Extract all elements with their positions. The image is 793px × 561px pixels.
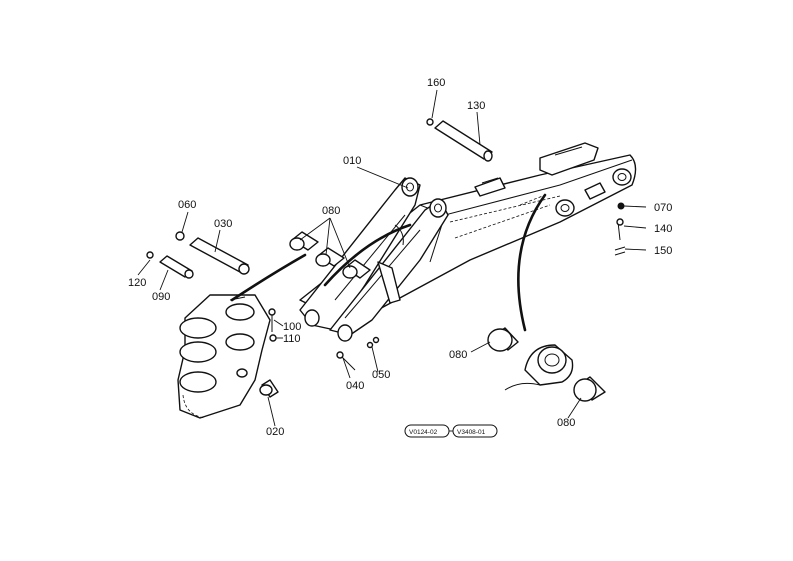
hardware-parts	[259, 202, 626, 398]
callout-labels: 160 130 010 080 060 030 120 090 100 110 …	[128, 77, 672, 438]
leader-lines	[137, 89, 647, 427]
callout-110: 110	[283, 333, 301, 345]
swing-bracket	[177, 294, 271, 419]
callout-130: 130	[467, 100, 485, 112]
hydraulic-hose-mid	[323, 223, 412, 287]
callout-060: 060	[178, 199, 196, 211]
side-plate-bracket	[299, 177, 449, 342]
reference-codes: V0124-02 V3408-01	[404, 424, 498, 438]
reference-code-2: V3408-01	[457, 429, 486, 436]
callout-160: 160	[427, 77, 445, 89]
callout-090: 090	[152, 291, 170, 303]
callout-120: 120	[128, 277, 146, 289]
reference-code-box-2	[452, 424, 498, 438]
bushings-080-upper	[289, 231, 371, 279]
callout-010: 010	[343, 155, 361, 167]
callout-150: 150	[654, 245, 672, 257]
callout-080-upper: 080	[322, 205, 340, 217]
pin-130	[426, 118, 493, 162]
hydraulic-hose-left	[230, 253, 307, 302]
callout-050: 050	[372, 369, 390, 381]
callout-020: 020	[266, 426, 284, 438]
callout-140: 140	[654, 223, 672, 235]
callout-080-right: 080	[449, 349, 467, 361]
pin-030	[175, 231, 250, 275]
reference-code-1: V0124-02	[409, 429, 438, 436]
bushings-080-lower	[487, 327, 606, 402]
callout-030: 030	[214, 218, 232, 230]
callout-070: 070	[654, 202, 672, 214]
callout-040: 040	[346, 380, 364, 392]
pin-090	[146, 251, 194, 279]
hydraulic-hose-right	[517, 193, 547, 332]
callout-100: 100	[283, 321, 301, 333]
callout-080-lower: 080	[557, 417, 575, 429]
